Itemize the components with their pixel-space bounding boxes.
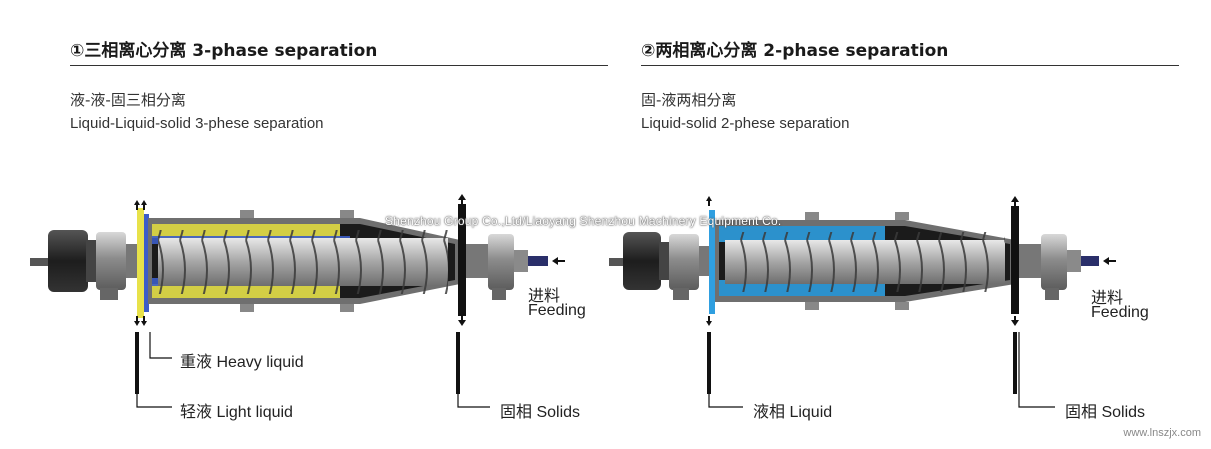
centrifuge-3-phase-diagram xyxy=(30,194,565,408)
feed-pipe xyxy=(528,256,548,266)
title-divider xyxy=(641,65,1179,66)
arrow-icon xyxy=(706,196,1116,326)
heavy-liquid-outlet xyxy=(144,214,149,312)
bearing-housing xyxy=(669,234,699,290)
footer-url: www.lnszjx.com xyxy=(1123,427,1201,439)
liquid-outlet xyxy=(709,210,715,314)
feed-pipe xyxy=(1081,256,1099,266)
panel-2-phase: ②两相离心分离 2-phase separation 固-液两相分离 Liqui… xyxy=(605,0,1211,449)
subtitle-en: Liquid-solid 2-phese separation xyxy=(641,115,850,132)
solids-label: 固相 Solids xyxy=(1065,404,1146,421)
subtitle-cn: 固-液两相分离 xyxy=(641,91,737,109)
leader-lines xyxy=(708,332,1055,408)
solids-label: 固相 Solids xyxy=(500,404,581,421)
pulley-icon xyxy=(48,230,88,292)
solids-outlet xyxy=(458,204,466,316)
feeding-label-cn: 进料 xyxy=(528,288,561,305)
feeding-label-cn: 进料 xyxy=(1091,290,1124,307)
feeding-label-en: Feeding xyxy=(528,302,586,319)
arrow-icon xyxy=(134,194,565,326)
light-liquid-label: 轻液 Light liquid xyxy=(180,404,293,421)
panel-title: ①三相离心分离 3-phase separation xyxy=(70,41,378,61)
subtitle-cn: 液-液-固三相分离 xyxy=(70,91,186,109)
solids-outlet xyxy=(1011,206,1019,314)
shaft xyxy=(30,258,54,266)
watermark: Shenzhou Group Co.,Ltd/Liaoyang Shenzhou… xyxy=(385,214,782,228)
title-divider xyxy=(70,65,608,66)
bearing-housing xyxy=(96,232,126,290)
liquid-label: 液相 Liquid xyxy=(753,404,833,421)
pulley-icon xyxy=(623,232,661,290)
heavy-liquid-label: 重液 Heavy liquid xyxy=(180,354,304,371)
feeding-label-en: Feeding xyxy=(1091,304,1149,321)
panel-3-phase: ①三相离心分离 3-phase separation 液-液-固三相分离 Liq… xyxy=(0,0,608,449)
light-liquid-outlet xyxy=(137,208,144,318)
centrifuge-2-phase-diagram xyxy=(609,196,1116,408)
subtitle-en: Liquid-Liquid-solid 3-phese separation xyxy=(70,115,324,132)
panel-title: ②两相离心分离 2-phase separation xyxy=(641,41,949,61)
